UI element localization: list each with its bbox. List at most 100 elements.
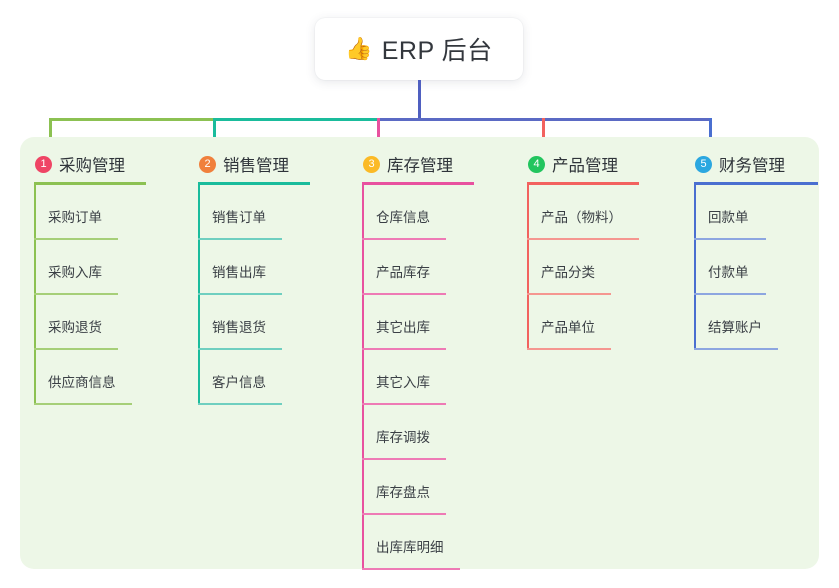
module-spine	[527, 185, 529, 350]
module-item-label: 产品单位	[541, 320, 595, 335]
module-item-rule	[362, 348, 446, 350]
module-item[interactable]: 销售出库	[184, 240, 312, 295]
module-item-label: 付款单	[708, 265, 749, 280]
module-title: 财务管理	[719, 157, 785, 175]
module-item-label: 产品（物料）	[541, 210, 622, 225]
module-item-rule	[198, 293, 282, 295]
module-item-label: 仓库信息	[376, 210, 430, 225]
module-item-label: 销售出库	[212, 265, 266, 280]
module-item[interactable]: 采购订单	[20, 185, 148, 240]
module-item-rule	[694, 238, 766, 240]
module-item-label: 销售订单	[212, 210, 266, 225]
module-header-销售管理[interactable]: 2 销售管理	[184, 149, 312, 179]
module-item-list: 采购订单采购入库采购退货供应商信息	[20, 185, 148, 405]
page-title: ERP 后台	[381, 37, 493, 65]
module-item[interactable]: 其它出库	[348, 295, 476, 350]
module-spine	[362, 185, 364, 570]
module-item-label: 库存盘点	[376, 485, 430, 500]
module-item[interactable]: 供应商信息	[20, 350, 148, 405]
module-number-badge: 1	[35, 155, 52, 173]
module-column-财务管理: 5 财务管理回款单付款单结算账户	[680, 149, 818, 350]
module-item-rule	[34, 348, 118, 350]
module-column-产品管理: 4 产品管理产品（物料） 产品分类产品单位	[513, 149, 641, 350]
module-column-采购管理: 1 采购管理采购订单采购入库采购退货供应商信息	[20, 149, 148, 405]
module-header-rule	[527, 182, 639, 185]
module-number-badge: 2	[199, 155, 216, 173]
module-item[interactable]: 出库库明细	[348, 515, 476, 570]
module-item[interactable]: 库存调拨	[348, 405, 476, 460]
module-header-rule	[34, 182, 146, 185]
module-item-rule	[34, 238, 118, 240]
root-node-content: 👍 ERP 后台	[345, 31, 492, 67]
module-item-rule	[362, 513, 446, 515]
module-spine	[198, 185, 200, 405]
connector-bus-segment-1	[49, 118, 216, 121]
module-item[interactable]: 产品（物料）	[513, 185, 641, 240]
module-header-rule	[198, 182, 310, 185]
module-item-label: 产品库存	[376, 265, 430, 280]
module-item-label: 供应商信息	[48, 375, 116, 390]
root-node-card[interactable]: 👍 ERP 后台	[315, 18, 523, 80]
module-number-badge: 3	[363, 155, 380, 173]
module-item-rule	[34, 293, 118, 295]
module-item[interactable]: 销售订单	[184, 185, 312, 240]
module-item-label: 采购退货	[48, 320, 102, 335]
module-item-label: 库存调拨	[376, 430, 430, 445]
module-item-rule	[362, 403, 446, 405]
module-item-label: 销售退货	[212, 320, 266, 335]
module-item-rule	[527, 238, 639, 240]
connector-root-stem	[418, 80, 421, 121]
module-item-label: 采购订单	[48, 210, 102, 225]
module-title: 产品管理	[552, 157, 618, 175]
connector-bus-segment-3	[377, 118, 545, 121]
module-item-label: 采购入库	[48, 265, 102, 280]
module-item-list: 销售订单销售出库销售退货客户信息	[184, 185, 312, 405]
module-item-rule	[362, 568, 460, 570]
module-title: 采购管理	[59, 157, 125, 175]
module-item-list: 回款单付款单结算账户	[680, 185, 808, 350]
module-item[interactable]: 采购退货	[20, 295, 148, 350]
module-item-list: 产品（物料） 产品分类产品单位	[513, 185, 641, 350]
module-item-rule	[527, 293, 611, 295]
thumbs-up-icon: 👍	[345, 36, 373, 61]
module-header-产品管理[interactable]: 4 产品管理	[513, 149, 641, 179]
module-item-label: 其它出库	[376, 320, 430, 335]
module-item[interactable]: 结算账户	[680, 295, 808, 350]
module-item[interactable]: 库存盘点	[348, 460, 476, 515]
module-item-rule	[362, 238, 446, 240]
module-spine	[694, 185, 696, 350]
module-item-rule	[34, 403, 132, 405]
module-header-采购管理[interactable]: 1 采购管理	[20, 149, 148, 179]
module-item-rule	[694, 348, 778, 350]
module-item[interactable]: 回款单	[680, 185, 808, 240]
module-item[interactable]: 客户信息	[184, 350, 312, 405]
module-number-badge: 4	[528, 155, 545, 173]
module-item[interactable]: 其它入库	[348, 350, 476, 405]
module-item[interactable]: 付款单	[680, 240, 808, 295]
module-number-badge: 5	[695, 155, 712, 173]
module-item-label: 产品分类	[541, 265, 595, 280]
module-item[interactable]: 产品单位	[513, 295, 641, 350]
module-item-label: 其它入库	[376, 375, 430, 390]
module-item-rule	[198, 348, 282, 350]
module-item[interactable]: 仓库信息	[348, 185, 476, 240]
module-item-rule	[198, 238, 282, 240]
module-item[interactable]: 产品库存	[348, 240, 476, 295]
module-item-label: 出库库明细	[376, 540, 444, 555]
module-item[interactable]: 销售退货	[184, 295, 312, 350]
module-item-label: 客户信息	[212, 375, 266, 390]
module-item-label: 结算账户	[708, 320, 762, 335]
module-column-销售管理: 2 销售管理销售订单销售出库销售退货客户信息	[184, 149, 312, 405]
module-item-rule	[198, 403, 282, 405]
connector-bus-segment-2	[213, 118, 380, 121]
module-header-rule	[694, 182, 818, 185]
connector-bus-segment-4	[542, 118, 712, 121]
module-item[interactable]: 采购入库	[20, 240, 148, 295]
module-header-财务管理[interactable]: 5 财务管理	[680, 149, 808, 179]
module-title: 销售管理	[223, 157, 289, 175]
module-item-rule	[362, 458, 446, 460]
module-item-rule	[362, 293, 446, 295]
modules-panel: 1 采购管理采购订单采购入库采购退货供应商信息 2 销售管理销售订单销售出库销售退货客…	[20, 137, 819, 570]
module-item[interactable]: 产品分类	[513, 240, 641, 295]
